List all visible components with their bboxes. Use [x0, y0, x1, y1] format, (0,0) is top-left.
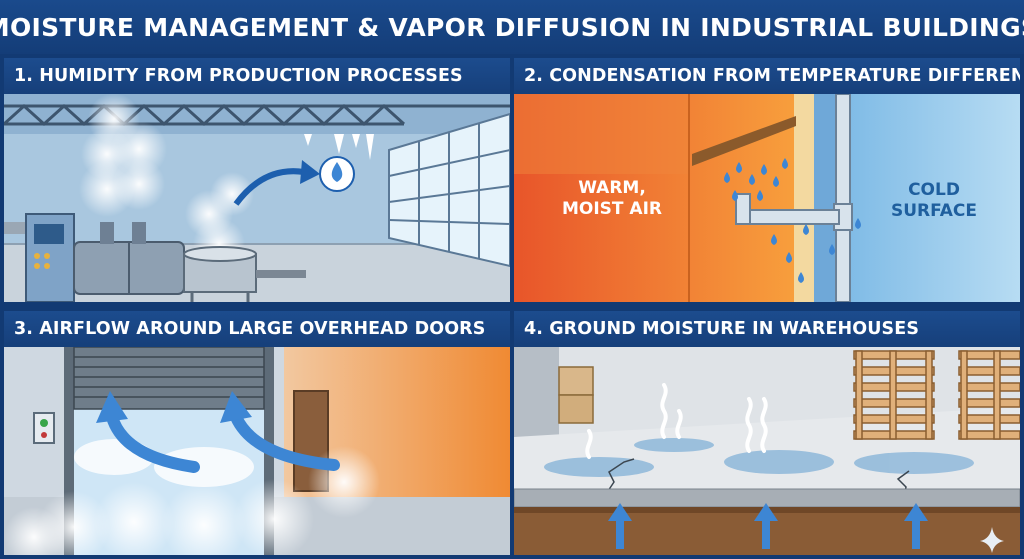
steam-vat	[183, 246, 257, 302]
production-illustration	[4, 94, 510, 302]
cardboard-boxes	[558, 366, 594, 424]
panel-humidity-production: 1. HUMIDITY FROM PRODUCTION PROCESSES	[4, 58, 510, 302]
condensation-illustration	[514, 94, 1020, 302]
door-switch	[33, 412, 55, 444]
steam-clouds	[79, 94, 254, 270]
panel-header: 4. GROUND MOISTURE IN WAREHOUSES	[514, 311, 1020, 347]
airflow-arrows	[106, 411, 340, 473]
pipes	[735, 94, 853, 302]
title-bar: MOISTURE MANAGEMENT & VAPOR DIFFUSION IN…	[0, 0, 1024, 54]
warm-air-label: WARM, MOIST AIR	[561, 178, 663, 219]
panel-heading: 1. HUMIDITY FROM PRODUCTION PROCESSES	[14, 66, 463, 86]
panel-airflow-doors: 3. AIRFLOW AROUND LARGE OVERHEAD DOORS	[4, 311, 510, 555]
panel-ground-moisture: 4. GROUND MOISTURE IN WAREHOUSES	[514, 311, 1020, 555]
airflow-illustration	[4, 347, 510, 555]
cold-surface-label: COLD SURFACE	[890, 180, 978, 221]
panel-header: 2. CONDENSATION FROM TEMPERATURE DIFFERE…	[514, 58, 1020, 94]
fog-cloud	[4, 446, 380, 555]
panel-heading: 4. GROUND MOISTURE IN WAREHOUSES	[524, 319, 920, 339]
panel-condensation: 2. CONDENSATION FROM TEMPERATURE DIFFERE…	[514, 58, 1020, 302]
water-drop-icon	[319, 156, 355, 192]
ground-moisture-illustration	[514, 347, 1020, 555]
pallet-stacks	[853, 350, 1020, 440]
panel-heading: 2. CONDENSATION FROM TEMPERATURE DIFFERE…	[524, 66, 1020, 86]
panel-heading: 3. AIRFLOW AROUND LARGE OVERHEAD DOORS	[14, 319, 486, 339]
moisture-arrows	[608, 503, 928, 549]
sparkle-icon	[980, 527, 1004, 553]
condensation-drops	[724, 158, 861, 283]
vapor-arrow	[233, 168, 305, 206]
vapor-wisps	[585, 383, 768, 459]
water-puddles	[544, 438, 974, 477]
production-machine	[25, 213, 185, 302]
panel-header: 1. HUMIDITY FROM PRODUCTION PROCESSES	[4, 58, 510, 94]
window	[388, 112, 510, 268]
icicles	[304, 134, 374, 160]
main-title: MOISTURE MANAGEMENT & VAPOR DIFFUSION IN…	[0, 12, 1024, 42]
panel-header: 3. AIRFLOW AROUND LARGE OVERHEAD DOORS	[4, 311, 510, 347]
roof-truss	[4, 103, 510, 127]
